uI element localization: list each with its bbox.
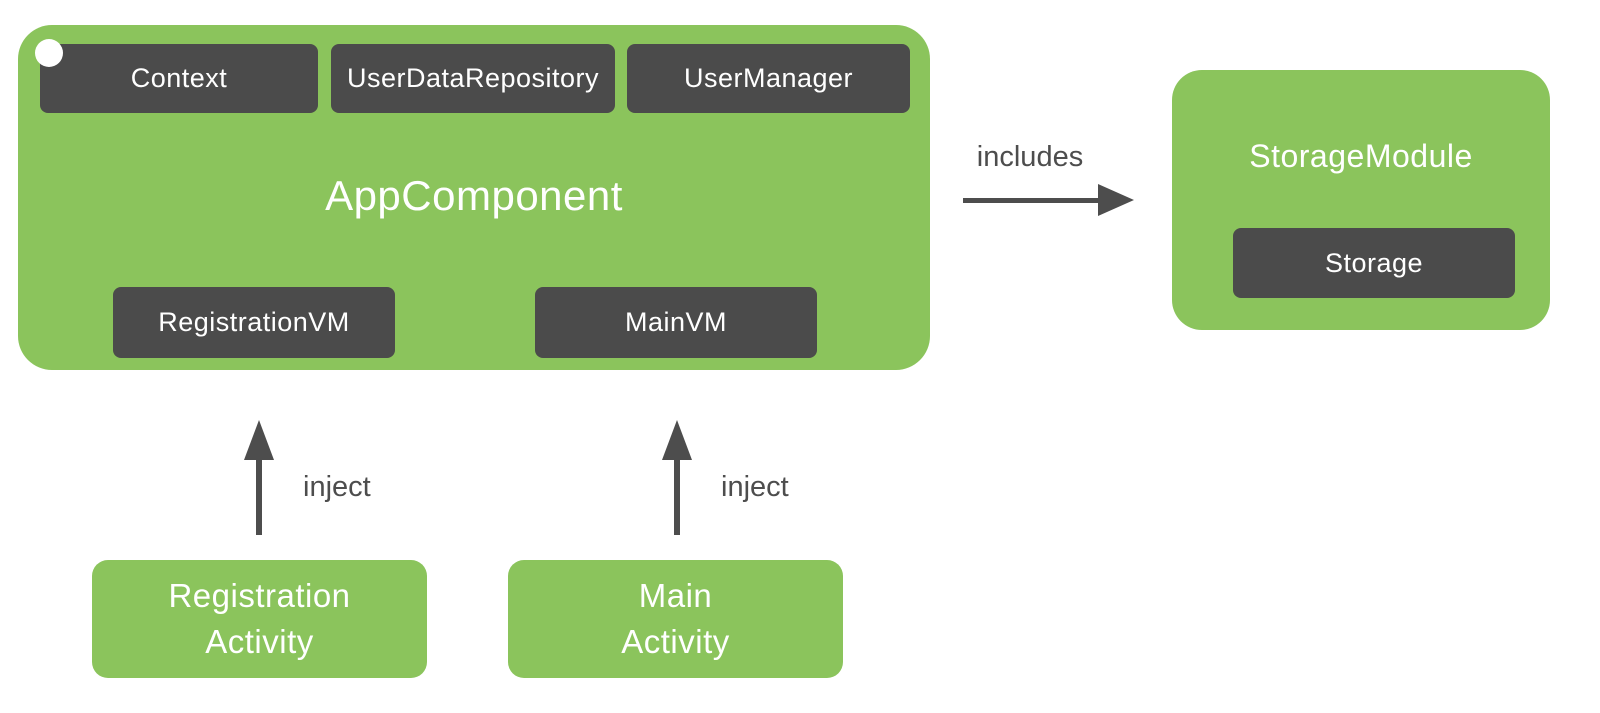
includes-arrow-shaft [963,198,1101,203]
context-chip: Context [40,44,318,113]
main-activity-line2: Activity [621,623,730,660]
registration-activity-line1: Registration [168,577,351,614]
user-data-repository-chip: UserDataRepository [331,44,615,113]
storage-module-title: StorageModule [1249,138,1473,174]
registration-vm-chip: RegistrationVM [113,287,395,358]
scope-dot [35,39,63,67]
inject-label-main: inject [721,471,789,503]
storage-chip: Storage [1233,228,1515,298]
main-vm-label: MainVM [624,307,728,337]
registration-activity-line2: Activity [205,623,314,660]
storage-label: Storage [1324,247,1424,278]
main-vm-chip: MainVM [535,287,817,358]
user-manager-chip: UserManager [627,44,910,113]
user-data-repository-label: UserDataRepository [346,63,600,93]
app-component-title: AppComponent [325,172,623,219]
includes-arrow-label: includes [976,141,1084,173]
main-activity-box: Main Activity [508,560,843,678]
inject-arrow-head-registration-icon [244,420,274,460]
inject-arrow-head-main-icon [662,420,692,460]
context-label: Context [130,63,228,93]
registration-activity-box: Registration Activity [92,560,427,678]
inject-arrow-shaft-main [674,457,680,535]
inject-arrow-shaft-registration [256,457,262,535]
main-activity-line1: Main [638,577,713,614]
includes-arrow-head-icon [1098,184,1134,216]
inject-label-registration: inject [303,471,371,503]
user-manager-label: UserManager [683,63,854,93]
registration-vm-label: RegistrationVM [158,307,350,337]
